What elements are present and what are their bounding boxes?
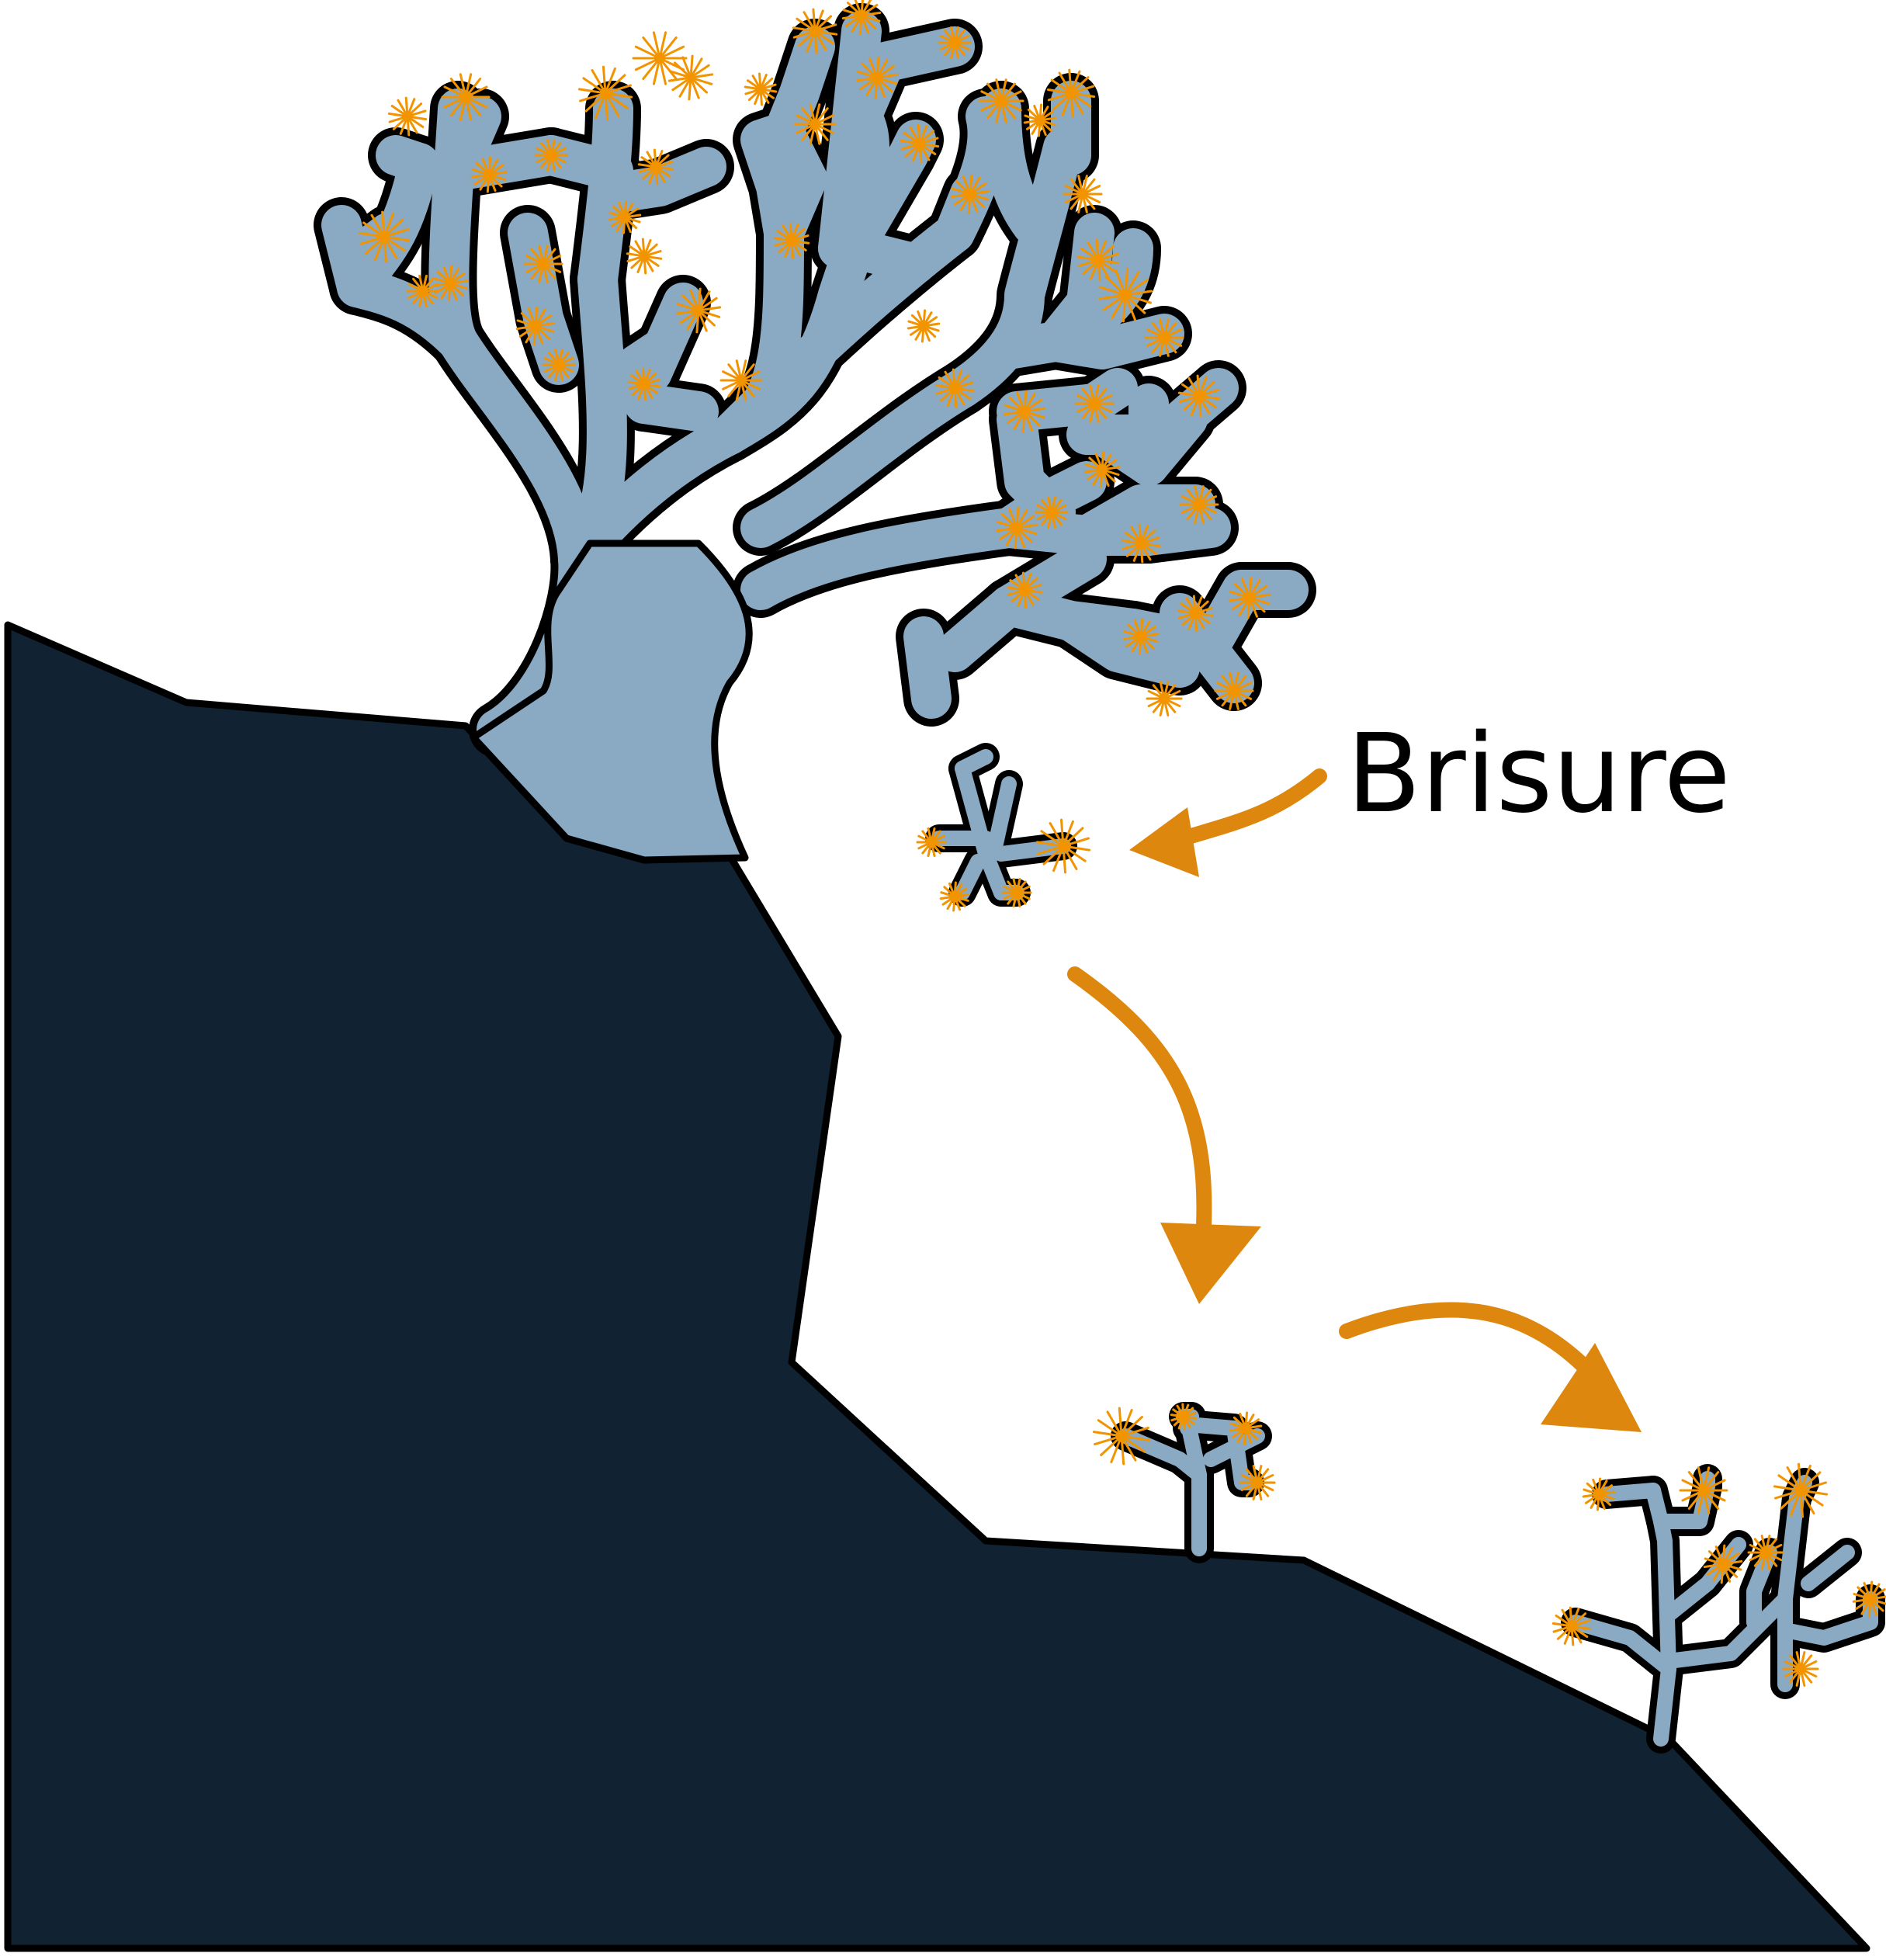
polyp-icon bbox=[534, 139, 568, 172]
polyp-icon bbox=[841, 0, 882, 36]
polyp-icon bbox=[1046, 68, 1096, 118]
polyp-icon bbox=[1122, 618, 1160, 655]
polyp-icon bbox=[1179, 485, 1219, 524]
polyp-icon bbox=[1074, 384, 1115, 423]
polyp-icon bbox=[1144, 318, 1184, 357]
broken-fragment bbox=[925, 743, 1077, 907]
polyp-icon bbox=[1121, 523, 1161, 564]
polyp-icon bbox=[1092, 1407, 1151, 1466]
polyp-icon bbox=[995, 506, 1038, 550]
polyp-icon bbox=[1035, 818, 1091, 874]
polyp-icon bbox=[432, 265, 469, 302]
polyp-icon bbox=[1170, 1403, 1198, 1431]
polyp-icon bbox=[1063, 175, 1103, 213]
fall-arrowhead bbox=[1160, 1223, 1261, 1304]
polyp-icon bbox=[773, 222, 810, 259]
polyp-icon bbox=[387, 96, 428, 137]
polyp-icon bbox=[470, 156, 508, 193]
polyp-icon bbox=[916, 827, 947, 858]
polyp-icon bbox=[978, 78, 1024, 123]
polyp-icon bbox=[1097, 267, 1153, 323]
polyp-icon bbox=[1083, 451, 1121, 488]
polyp-icon bbox=[1582, 1477, 1616, 1511]
polyp-icon bbox=[358, 210, 411, 263]
polyp-icon bbox=[542, 349, 576, 381]
polyp-icon bbox=[793, 103, 837, 145]
polyp-icon bbox=[1006, 571, 1043, 609]
polyp-icon bbox=[1023, 103, 1057, 137]
polyp-icon bbox=[1773, 1462, 1829, 1518]
polyp-icon bbox=[1229, 1411, 1263, 1445]
arrow-group bbox=[1067, 768, 1642, 1432]
polyp-icon bbox=[1239, 1465, 1276, 1500]
polyp-icon bbox=[939, 881, 970, 912]
polyp-icon bbox=[907, 309, 941, 343]
label-arrow bbox=[1176, 768, 1327, 846]
brisure-label: Brisure bbox=[1347, 711, 1731, 838]
polyp-icon bbox=[1177, 374, 1221, 418]
settled-fragment bbox=[1111, 1402, 1272, 1563]
polyp-icon bbox=[855, 56, 899, 99]
new-colony bbox=[1561, 1464, 1885, 1754]
polyp-icon bbox=[1852, 1580, 1886, 1618]
polyp-icon bbox=[632, 31, 688, 85]
polyp-icon bbox=[950, 174, 990, 214]
growth-arrow bbox=[1339, 1302, 1607, 1389]
polyp-icon bbox=[1228, 576, 1271, 619]
polyp-icon bbox=[523, 245, 563, 283]
polyp-icon bbox=[1703, 1544, 1743, 1584]
polyp-icon bbox=[938, 26, 972, 59]
fall-arrow bbox=[1067, 966, 1212, 1250]
polyp-icon bbox=[1551, 1606, 1592, 1646]
polyp-icon bbox=[637, 148, 674, 186]
polyp-icon bbox=[744, 72, 778, 106]
parent-coral-colony bbox=[314, 3, 1316, 864]
polyp-icon bbox=[934, 368, 975, 408]
polyp-group bbox=[358, 0, 1886, 1687]
polyp-icon bbox=[900, 123, 940, 164]
polyp-icon bbox=[406, 275, 440, 307]
polyp-icon bbox=[515, 306, 556, 346]
polyp-icon bbox=[1003, 390, 1046, 433]
polyp-icon bbox=[1782, 1651, 1819, 1687]
polyp-icon bbox=[627, 367, 661, 401]
polyp-icon bbox=[1035, 496, 1069, 529]
polyp-icon bbox=[1747, 1535, 1784, 1570]
polyp-icon bbox=[667, 54, 714, 101]
polyp-icon bbox=[626, 238, 663, 275]
polyp-icon bbox=[1076, 238, 1120, 282]
polyp-icon bbox=[577, 65, 633, 121]
polyp-icon bbox=[1214, 671, 1254, 710]
polyp-icon bbox=[675, 287, 722, 334]
polyp-icon bbox=[1177, 595, 1214, 632]
polyp-icon bbox=[1001, 877, 1032, 908]
polyp-icon bbox=[1679, 1466, 1728, 1514]
label-arrowhead bbox=[1129, 807, 1199, 877]
polyp-icon bbox=[719, 359, 763, 401]
polyp-icon bbox=[792, 8, 838, 54]
polyp-icon bbox=[441, 73, 491, 121]
growth-arrowhead bbox=[1541, 1343, 1642, 1432]
polyp-icon bbox=[608, 200, 642, 234]
polyp-icon bbox=[1146, 681, 1183, 716]
